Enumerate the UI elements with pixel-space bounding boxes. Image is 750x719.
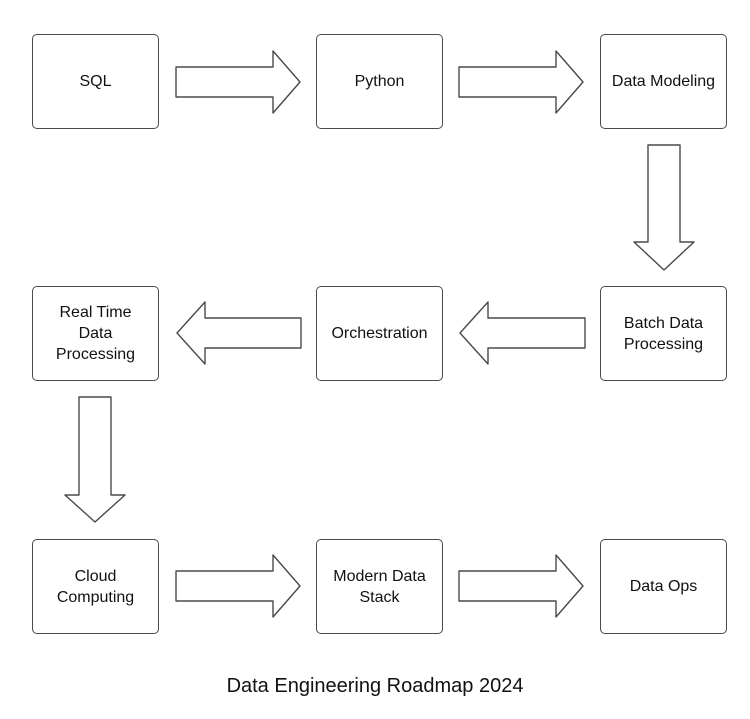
node-modern-stack-label: Modern Data Stack	[333, 567, 426, 606]
node-orchestration-label: Orchestration	[331, 325, 428, 342]
node-data-modeling: Data Modeling	[600, 34, 727, 129]
node-cloud-label: Cloud Computing	[56, 567, 135, 606]
arrow-data-modeling-to-batch	[633, 144, 695, 271]
arrow-python-to-data-modeling	[458, 50, 584, 114]
node-python: Python	[316, 34, 443, 129]
node-python-label: Python	[354, 73, 405, 90]
node-data-ops: Data Ops	[600, 539, 727, 634]
node-real-time-data-processing: Real Time Data Processing	[32, 286, 159, 381]
arrow-orchestration-to-real-time	[176, 301, 302, 365]
arrow-cloud-to-modern-stack	[175, 554, 301, 618]
arrow-real-time-to-cloud	[64, 396, 126, 523]
node-orchestration: Orchestration	[316, 286, 443, 381]
arrow-sql-to-python	[175, 50, 301, 114]
diagram-title: Data Engineering Roadmap 2024	[226, 675, 524, 697]
node-real-time-label: Real Time Data Processing	[55, 304, 136, 363]
node-batch-label: Batch Data Processing	[623, 314, 704, 353]
node-data-modeling-label: Data Modeling	[611, 73, 716, 90]
node-cloud-computing: Cloud Computing	[32, 539, 159, 634]
arrow-batch-to-orchestration	[459, 301, 586, 365]
node-modern-data-stack: Modern Data Stack	[316, 539, 443, 634]
node-sql: SQL	[32, 34, 159, 129]
arrow-modern-stack-to-data-ops	[458, 554, 584, 618]
node-batch-data-processing: Batch Data Processing	[600, 286, 727, 381]
node-data-ops-label: Data Ops	[629, 578, 698, 595]
node-sql-label: SQL	[79, 73, 112, 90]
